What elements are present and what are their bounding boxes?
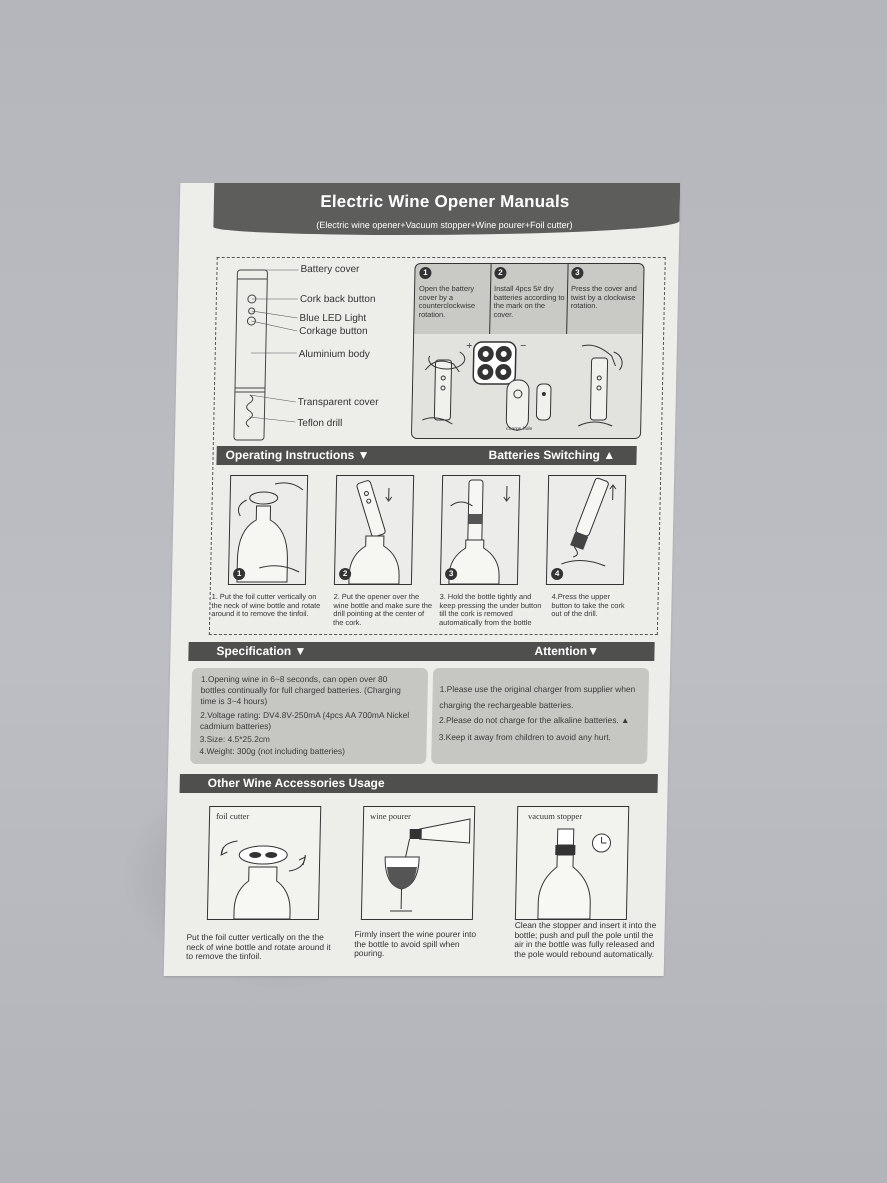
operating-instructions-bar: Operating Instructions ▼ Batteries Switc… [216, 446, 637, 465]
manual-subtitle: (Electric wine opener+Vacuum stopper+Win… [316, 220, 573, 230]
battery-step-number: 1 [419, 267, 432, 279]
spec-line: 4.Weight: 300g (not including batteries) [199, 746, 346, 756]
charge-hole-label: charge hole [506, 426, 533, 432]
label-battery-cover: Battery cover [300, 264, 360, 275]
operating-step-3-cell: 3 [439, 475, 521, 585]
foil-cutter-frame: foil cutter [206, 806, 322, 920]
operating-step-4-cell: 4 [545, 475, 627, 585]
label-cork-back-button: Cork back button [299, 294, 376, 305]
vacuum-stopper-text: Clean the stopper and insert it into the… [514, 920, 657, 959]
svg-text:−: − [520, 341, 527, 350]
vacuum-stopper-label: vacuum stopper [527, 811, 583, 821]
battery-install-panel: 1 Open the battery cover by a counterclo… [410, 263, 645, 439]
spec-line: 3.Size: 4.5*25.2cm [199, 734, 271, 744]
specification-label: Specification ▼ [216, 644, 307, 658]
manual-sheet: Electric Wine Opener Manuals (Electric w… [163, 183, 681, 976]
label-aluminium-body: Aluminium body [298, 349, 370, 360]
attention-line: 3.Keep it away from children to avoid an… [438, 732, 612, 742]
label-blue-led-light: Blue LED Light [299, 313, 367, 324]
attention-panel: 1.Please use the original charger from s… [431, 668, 650, 764]
battery-step-number: 2 [494, 267, 507, 279]
operating-step-text: 1. Put the foil cutter vertically on the… [211, 592, 321, 619]
operating-step-1-cell: 1 [227, 475, 309, 585]
operating-step-text: 2. Put the opener over the wine bottle a… [333, 592, 433, 628]
operating-instructions-label: Operating Instructions ▼ [225, 448, 370, 462]
accessories-bar: Other Wine Accessories Usage [179, 774, 658, 793]
attention-line: 2.Please do not charge for the alkaline … [438, 715, 630, 725]
svg-text:+: + [466, 341, 473, 350]
battery-step-text: Install 4pcs 5# dry batteries according … [493, 284, 565, 320]
operating-step-text: 3. Hold the bottle tightly and keep pres… [439, 592, 542, 628]
label-transparent-cover: Transparent cover [297, 397, 379, 408]
battery-step-text: Press the cover and twist by a clockwise… [570, 284, 637, 311]
specification-attention-bar: Specification ▼ Attention▼ [188, 642, 655, 661]
operating-step-2-cell: 2 [333, 475, 415, 585]
manual-title: Electric Wine Opener Manuals [320, 192, 570, 211]
attention-label: Attention▼ [534, 644, 600, 658]
foil-cutter-text: Put the foil cutter vertically on the th… [186, 932, 331, 962]
bottle-charge-illustration [498, 374, 561, 434]
hand-twist-cover-illustration [420, 340, 482, 435]
wine-pourer-frame: wine pourer [360, 806, 476, 920]
label-teflon-drill: Teflon drill [297, 418, 343, 429]
vacuum-stopper-frame: vacuum stopper [514, 806, 630, 920]
hand-press-cover-illustration [574, 340, 636, 435]
label-corkage-button: Corkage button [299, 326, 368, 337]
foil-cutter-label: foil cutter [215, 811, 250, 821]
spec-line: 1.Opening wine in 6~8 seconds, can open … [200, 674, 401, 706]
operating-step-text: 4.Press the upper button to take the cor… [551, 592, 625, 619]
wine-pourer-text: Firmly insert the wine pourer into the b… [354, 929, 477, 959]
specification-panel: 1.Opening wine in 6~8 seconds, can open … [190, 668, 429, 764]
battery-step-text: Open the battery cover by a counterclock… [418, 284, 476, 320]
attention-line: 1.Please use the original charger from s… [439, 684, 636, 710]
spec-line: 2.Voltage rating: DV4.8V-250mA (4pcs AA … [199, 710, 410, 731]
label-leader-lines [249, 265, 313, 445]
battery-cells-illustration: + − [459, 336, 530, 396]
batteries-switching-label: Batteries Switching ▲ [488, 448, 616, 462]
wine-pourer-label: wine pourer [369, 811, 411, 821]
opener-illustration [229, 265, 273, 445]
battery-step-number: 3 [571, 267, 584, 279]
accessories-label: Other Wine Accessories Usage [207, 776, 385, 790]
